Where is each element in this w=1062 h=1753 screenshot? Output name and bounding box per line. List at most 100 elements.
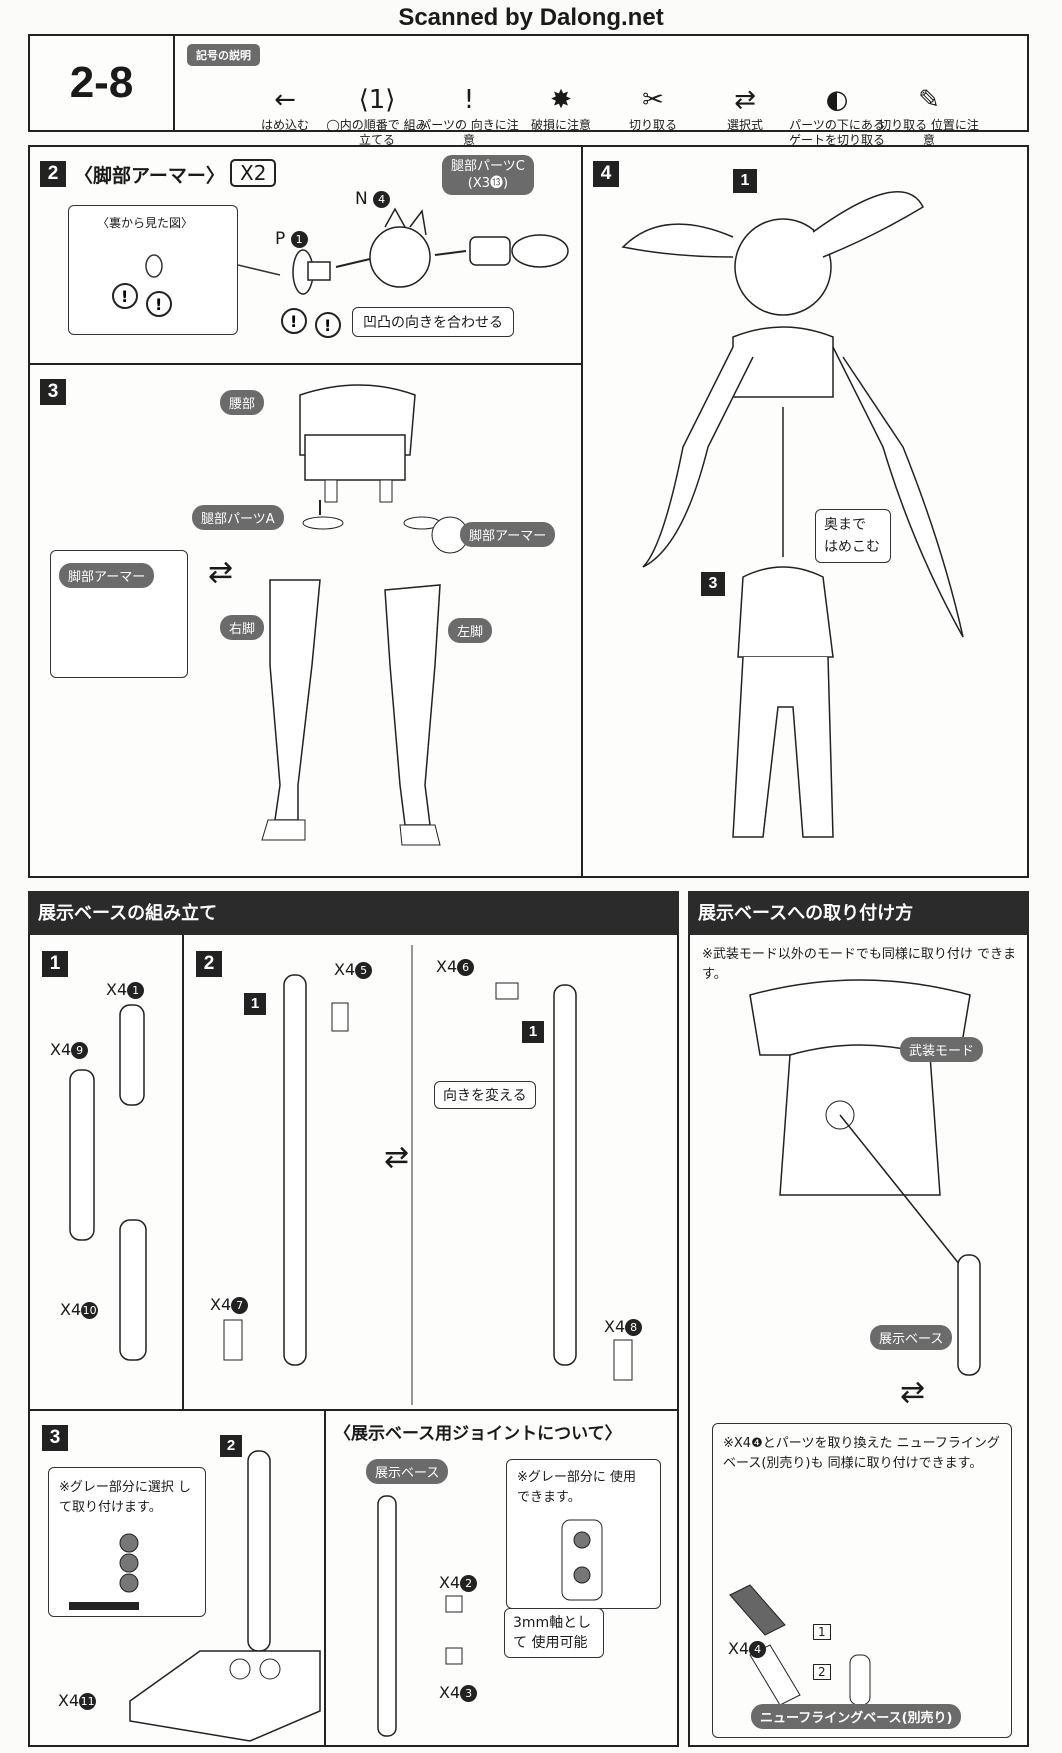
waist-tag: 腰部 (220, 390, 265, 415)
swap-callout: ※X4❹とパーツを取り換えた ニューフライングベース(別売り)も 同様に取り付け… (712, 1423, 1012, 1738)
qty: X4 (60, 1300, 82, 1319)
legend-item: ✸破損に注意 (506, 82, 616, 133)
base-assembly-header: 展示ベースの組み立て (28, 891, 679, 937)
cut-icon: ✂ (642, 85, 664, 115)
order-2: 2 (813, 1664, 831, 1680)
svg-text:!: ! (290, 312, 297, 331)
legend-label: はめ込む (260, 118, 309, 132)
part-number-badge: 7 (231, 1297, 249, 1314)
sub-step: 1 (244, 993, 266, 1015)
base-attach-header: 展示ベースへの取り付け方 (688, 891, 1029, 937)
legend-item: ⇄ 選択式 (690, 82, 800, 133)
mode-tag: 武装モード (900, 1037, 984, 1062)
legend-item: ◐ パーツの下にある ゲートを切り取る (782, 82, 892, 148)
part-number-badge: 11 (79, 1693, 97, 1710)
push-note: 奥まで はめこむ (815, 509, 891, 563)
legend-label: 切り取る (628, 118, 677, 132)
step2-title: 〈脚部アーマー〉 (74, 165, 225, 187)
gate-under-icon: ◐ (825, 85, 849, 115)
product-tag: ニューフライングベース(別売り) (751, 1704, 962, 1729)
leg-armor-tag: 脚部アーマー (59, 563, 155, 588)
step4-panel: 4 1 3 奥まで はめこむ (581, 145, 1029, 878)
legend-item: ✂ 切り取る (598, 82, 708, 133)
step-number: 3 (42, 1425, 68, 1451)
qty: X4 (50, 1040, 72, 1059)
arrow-left-icon: ← (274, 85, 296, 115)
legend-label: 切り取る 位置に注意 (879, 118, 979, 147)
display-base-drawing (129, 1450, 321, 1742)
qty: X4 (106, 980, 128, 999)
part-number-badge: 10 (81, 1302, 99, 1319)
gray-part-note: ※グレー部分に選択 して取り付けます。 (59, 1480, 192, 1515)
legend-label: 破損に注意 (530, 118, 591, 132)
part-number-badge: 6 (457, 959, 475, 976)
joint-drawing (377, 1495, 463, 1737)
attach-note: ※武装モード以外のモードでも同様に取り付け できます。 (702, 947, 1017, 982)
part-number-badge: 8 (625, 1319, 643, 1336)
cut-position-icon: ✎ (918, 85, 940, 115)
gray-usage-note: ※グレー部分に 使用できます。 (517, 1470, 637, 1505)
choice-arrows-icon: ⇄ (900, 1375, 926, 1410)
qty: X4 (334, 960, 356, 979)
axis-note: 3mm軸として 使用可能 (504, 1608, 604, 1658)
part-number-badge: 1 (127, 982, 145, 999)
legend-item: !パーツの 向きに注意 (414, 82, 524, 148)
svg-text:!: ! (121, 287, 128, 306)
leg-armor-parts-drawing: ! ! (237, 207, 569, 338)
legs-drawing (114, 384, 469, 846)
qty: X4 (439, 1573, 461, 1592)
legend-label: 選択式 (726, 118, 763, 132)
hexagon-number-icon: ⟨1⟩ (358, 85, 396, 115)
part-number-badge: 4 (373, 190, 391, 208)
figure-assembly-drawing (621, 191, 964, 838)
step-number: 2 (196, 951, 222, 977)
base-tag: 展示ベース (366, 1459, 449, 1484)
joint-panel: 〈展示ベース用ジョイントについて〉 展示ベース ※グレー部分に 使用できます。 … (324, 1409, 679, 1747)
part-number-badge: 3 (460, 1685, 478, 1702)
order-1: 1 (813, 1624, 831, 1640)
legend-item: ✎ 切り取る 位置に注意 (874, 82, 984, 148)
sub-step-3: 3 (701, 572, 725, 596)
qty: X4 (728, 1639, 750, 1658)
part-letter: N (355, 189, 368, 209)
svg-text:!: ! (155, 295, 162, 314)
part-c-label: 腿部パーツC (451, 159, 525, 174)
legend-label: パーツの下にある ゲートを切り取る (788, 118, 885, 147)
choice-arrows-icon: ⇄ (734, 85, 756, 115)
step-number: 1 (42, 951, 68, 977)
part-number-badge: 5 (355, 962, 373, 979)
step-number: 4 (593, 161, 619, 187)
leg-armor-callout: 脚部アーマー (50, 550, 188, 678)
choice-arrows-icon: ⇄ (208, 555, 234, 590)
base-arm-assembly-drawing (223, 945, 633, 1405)
part-number-badge: 2 (460, 1575, 478, 1592)
part-number-badge: 1 (290, 230, 308, 248)
step-number: 3 (40, 379, 66, 405)
scan-watermark: Scanned by Dalong.net (398, 4, 664, 31)
sub-step: 1 (522, 1021, 544, 1043)
part-letter: P (275, 229, 286, 249)
part-p-label: P 1 (275, 229, 308, 249)
step-id: 2-8 (30, 36, 175, 130)
legend-item: ⟨1⟩◯内の順番で 組み立てる (322, 82, 432, 148)
turn-note: 向きを変える (434, 1081, 536, 1109)
align-note: 凹凸の向きを合わせる (352, 307, 514, 337)
legend-title: 記号の説明 (187, 44, 260, 66)
step2-times: X2 (230, 159, 277, 187)
qty: X4 (439, 1683, 461, 1702)
display-base-tag: 展示ベース (870, 1325, 953, 1350)
attach-figure-drawing (729, 979, 981, 1706)
swap-note: ※X4❹とパーツを取り換えた ニューフライングベース(別売り)も 同様に取り付け… (723, 1436, 1000, 1471)
back-view-drawing: ! ! (112, 254, 172, 317)
